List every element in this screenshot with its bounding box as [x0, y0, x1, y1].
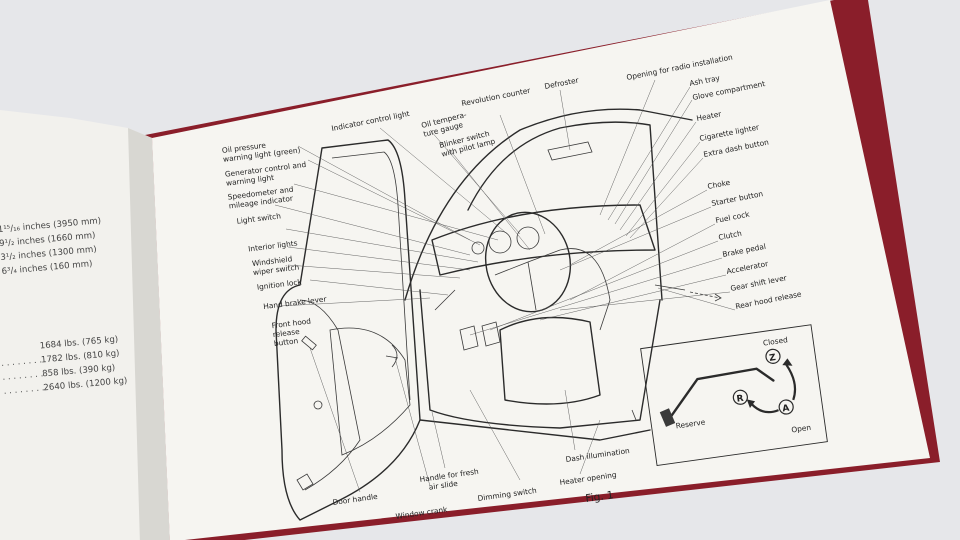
- inset-letter-a: A: [782, 404, 790, 415]
- svg-text:. . . . . . . .: . . . . . . . .: [1, 355, 43, 369]
- labels-left: Oil pressure warning light (green) Gener…: [221, 141, 327, 348]
- label-front-hood-3: button: [273, 336, 299, 348]
- inset-letter-z: Z: [769, 353, 777, 364]
- inset-closed: Closed: [762, 335, 788, 347]
- figure-caption: Fig. 1: [585, 489, 615, 505]
- windshield-pillar: [467, 121, 663, 301]
- fuel-lever: [669, 367, 775, 419]
- leader-lines: [274, 79, 736, 493]
- hand-brake-lever: [434, 289, 456, 311]
- door-panel: [329, 327, 411, 456]
- label-clutch: Clutch: [718, 229, 743, 242]
- seat: [499, 316, 601, 405]
- dashboard: [431, 204, 656, 276]
- pedals: [459, 321, 501, 351]
- inset-open: Open: [791, 423, 812, 435]
- door-outline: [275, 139, 421, 521]
- label-fresh-air-2: air slide: [428, 479, 459, 492]
- arrow-open-reserve: [750, 403, 779, 414]
- left-page: [0, 110, 170, 540]
- rear-hood-lever: [654, 284, 686, 291]
- svg-text:. . . . . . . .: . . . . . . . .: [2, 369, 44, 383]
- inset-frame: [640, 324, 828, 467]
- gutter-shadow: [128, 128, 170, 540]
- speedometer-dial: [488, 230, 512, 254]
- label-front-hood-2: release: [272, 327, 300, 339]
- inset-letter-r: R: [736, 394, 744, 405]
- windshield-frame: [404, 108, 693, 301]
- right-page: [152, 0, 930, 540]
- door-handle-shape: [301, 335, 317, 351]
- inset-reserve: Reserve: [675, 417, 706, 430]
- tachometer-dial: [516, 226, 540, 250]
- fuel-cock-inset: Closed Reserve Open Z R A: [640, 324, 828, 467]
- rear-mirror: [547, 141, 593, 161]
- label-choke: Choke: [707, 178, 732, 191]
- window-crank-shape: [385, 344, 399, 368]
- arrow-closed-open: [785, 363, 797, 401]
- svg-text:. . . . . . . .: . . . . . . . .: [3, 383, 45, 397]
